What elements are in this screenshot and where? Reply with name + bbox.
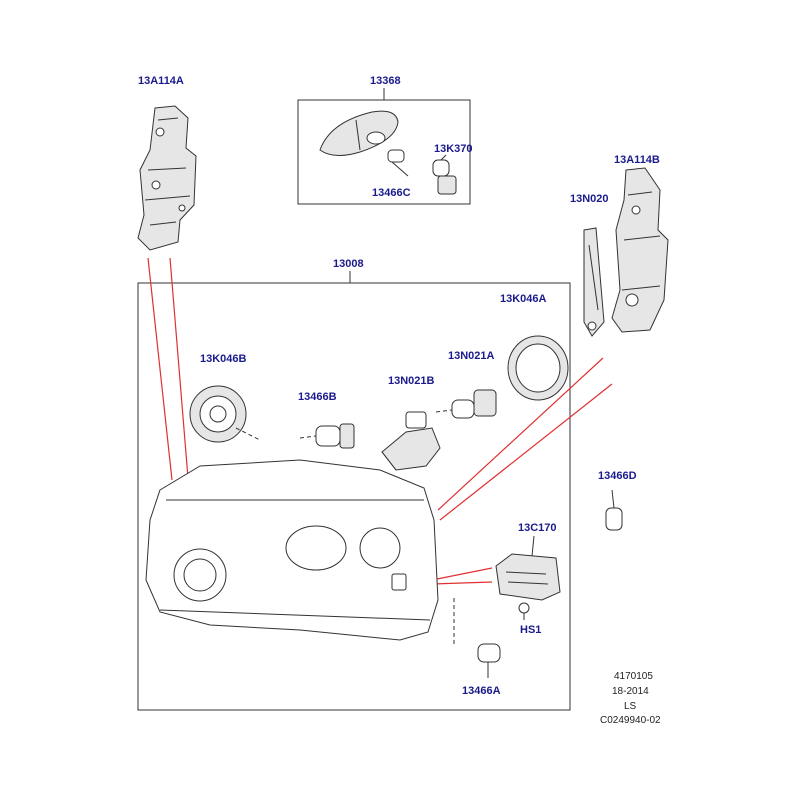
label-13N021B: 13N021B	[388, 375, 435, 387]
ref-line-1: 4170105	[614, 671, 653, 682]
label-13A114A: 13A114A	[138, 75, 184, 87]
ref-line-2: 18-2014	[612, 686, 649, 697]
bulb-13466A[interactable]	[453, 598, 501, 678]
label-HS1: HS1	[520, 624, 541, 636]
label-13C170: 13C170	[518, 522, 557, 534]
label-13466D: 13466D	[598, 470, 637, 482]
label-13K046B: 13K046B	[200, 353, 247, 365]
cap-13K046B[interactable]	[189, 385, 261, 443]
bulb-13466C[interactable]	[387, 149, 409, 177]
headlamp-assembly-13008[interactable]	[145, 459, 439, 641]
bulb-13466D[interactable]	[605, 489, 623, 531]
label-13466A: 13466A	[462, 685, 501, 697]
label-13N020: 13N020	[570, 193, 609, 205]
side-repeater-13368[interactable]	[319, 110, 399, 156]
bulb-13N021B[interactable]	[381, 411, 441, 471]
label-13466B: 13466B	[298, 391, 337, 403]
label-13N021A: 13N021A	[448, 350, 495, 362]
label-13K046A: 13K046A	[500, 293, 547, 305]
label-13466C: 13466C	[372, 187, 411, 199]
group-box-13008	[137, 282, 571, 711]
label-13368: 13368	[370, 75, 401, 87]
bulb-13N021A[interactable]	[435, 389, 497, 419]
red-leader-lines	[147, 257, 613, 585]
ballast-13C170[interactable]	[495, 535, 561, 601]
label-13008: 13008	[333, 258, 364, 270]
label-13A114B: 13A114B	[614, 154, 660, 166]
bracket-left-13A114A[interactable]	[137, 105, 197, 251]
strip-13N020[interactable]	[583, 227, 605, 337]
ref-line-4: C0249940-02	[600, 715, 661, 726]
screw-HS1[interactable]	[518, 602, 530, 620]
label-13K370: 13K370	[434, 143, 473, 155]
bracket-right-13A114B[interactable]	[611, 167, 669, 333]
ref-line-3: LS	[624, 701, 637, 712]
cap-13K046A[interactable]	[507, 335, 569, 401]
bulb-holder-13K370[interactable]	[432, 154, 457, 195]
bulb-13466B[interactable]	[299, 423, 355, 449]
